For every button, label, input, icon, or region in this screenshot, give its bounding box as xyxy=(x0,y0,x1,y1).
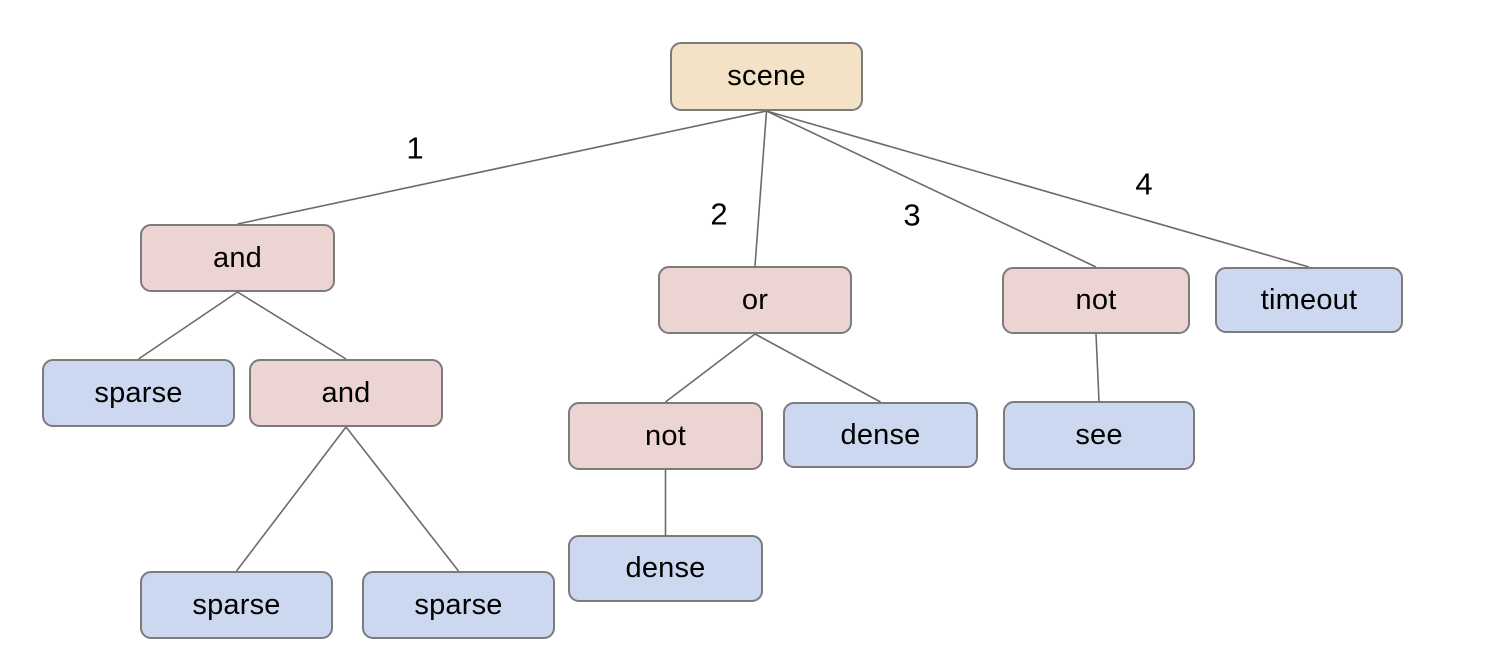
node-label: timeout xyxy=(1260,283,1358,316)
node-see: see xyxy=(1003,401,1195,470)
node-scene: scene xyxy=(670,42,863,111)
node-sparse-1: sparse xyxy=(42,359,235,427)
edge-or-1-dense-1 xyxy=(754,333,881,403)
edge-scene-not-2 xyxy=(766,110,1097,268)
node-timeout: timeout xyxy=(1215,267,1403,333)
node-label: not xyxy=(645,419,686,452)
node-and-2: and xyxy=(249,359,443,427)
node-label: sparse xyxy=(192,588,281,621)
node-not-2: not xyxy=(1002,267,1190,334)
edge-label-4: 4 xyxy=(1135,166,1153,202)
node-label: sparse xyxy=(94,376,183,409)
node-label: or xyxy=(741,283,769,316)
node-sparse-3: sparse xyxy=(362,571,555,639)
edge-and-2-sparse-2 xyxy=(235,426,347,572)
edge-label-3: 3 xyxy=(903,197,921,233)
edge-label-1: 1 xyxy=(406,130,424,166)
edge-and-1-and-2 xyxy=(237,291,347,360)
node-and-1: and xyxy=(140,224,335,292)
edge-not-2-see xyxy=(1095,333,1100,402)
node-dense-2: dense xyxy=(568,535,763,602)
node-label: and xyxy=(321,376,371,409)
node-sparse-2: sparse xyxy=(140,571,333,639)
node-or-1: or xyxy=(658,266,852,334)
node-label: not xyxy=(1075,284,1117,316)
edge-and-1-sparse-1 xyxy=(138,291,238,360)
node-label: dense xyxy=(840,418,921,451)
node-label: sparse xyxy=(414,588,503,621)
node-not-1: not xyxy=(568,402,763,470)
edge-label-2: 2 xyxy=(710,196,728,232)
edge-or-1-not-1 xyxy=(665,333,756,403)
node-label: and xyxy=(213,241,262,274)
node-dense-1: dense xyxy=(783,402,978,468)
edge-scene-and-1 xyxy=(237,110,767,225)
edge-scene-timeout xyxy=(766,110,1310,268)
edge-and-2-sparse-3 xyxy=(345,426,460,572)
edge-scene-or-1 xyxy=(754,110,768,267)
node-label: scene xyxy=(727,60,806,92)
node-label: see xyxy=(1075,419,1123,451)
node-label: dense xyxy=(625,552,706,584)
